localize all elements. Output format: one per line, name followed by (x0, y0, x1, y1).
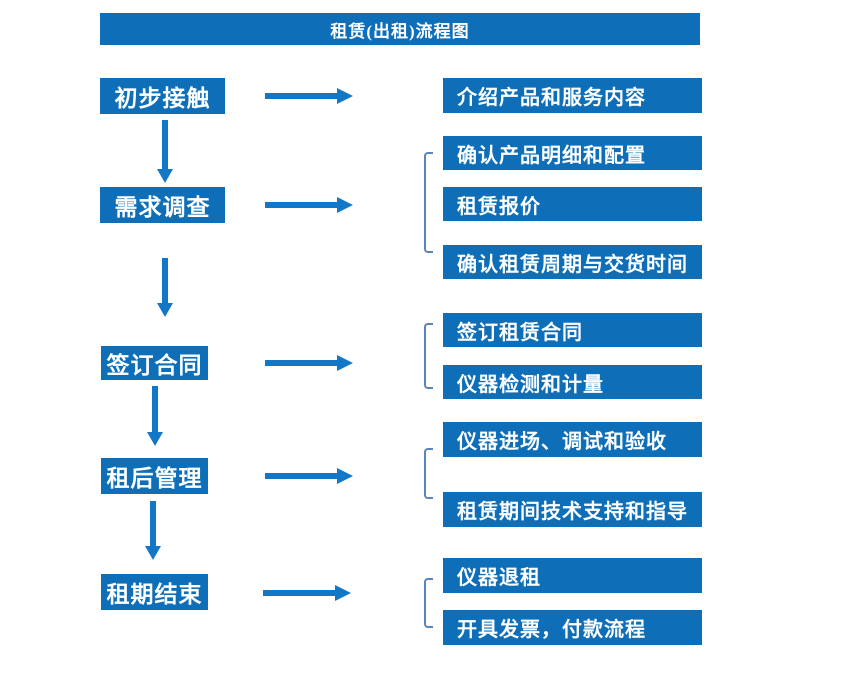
detail-box-2-3: 确认租赁周期与交货时间 (443, 245, 702, 279)
right-arrow-1-icon (265, 88, 353, 104)
right-arrow-5-icon (263, 585, 351, 601)
detail-box-5-2: 开具发票，付款流程 (443, 610, 702, 645)
down-arrow-3-4-icon (147, 386, 163, 446)
down-arrow-4-5-icon (145, 501, 161, 560)
bracket-step-3-icon (424, 323, 433, 389)
step-box-4: 租后管理 (101, 458, 208, 494)
detail-box-1-1: 介绍产品和服务内容 (443, 78, 702, 113)
flowchart-title: 租赁(出租)流程图 (100, 13, 700, 45)
bracket-step-4-icon (424, 448, 433, 499)
right-arrow-4-icon (265, 468, 353, 484)
step-box-3: 签订合同 (101, 346, 208, 380)
detail-box-3-2: 仪器检测和计量 (443, 365, 702, 399)
right-arrow-2-icon (265, 197, 353, 213)
right-arrow-3-icon (265, 355, 353, 371)
detail-box-5-1: 仪器退租 (443, 558, 702, 593)
step-box-5: 租期结束 (101, 574, 208, 610)
detail-box-3-1: 签订租赁合同 (443, 313, 702, 347)
bracket-step-2-icon (424, 152, 433, 253)
step-box-2: 需求调查 (100, 187, 225, 223)
detail-box-4-2: 租赁期间技术支持和指导 (443, 492, 702, 527)
down-arrow-1-2-icon (157, 120, 173, 183)
down-arrow-2-3-icon (157, 258, 173, 317)
bracket-step-5-icon (424, 578, 433, 628)
detail-box-4-1: 仪器进场、调试和验收 (443, 422, 702, 457)
detail-box-2-2: 租赁报价 (443, 187, 702, 221)
step-box-1: 初步接触 (100, 78, 225, 114)
detail-box-2-1: 确认产品明细和配置 (443, 136, 702, 170)
